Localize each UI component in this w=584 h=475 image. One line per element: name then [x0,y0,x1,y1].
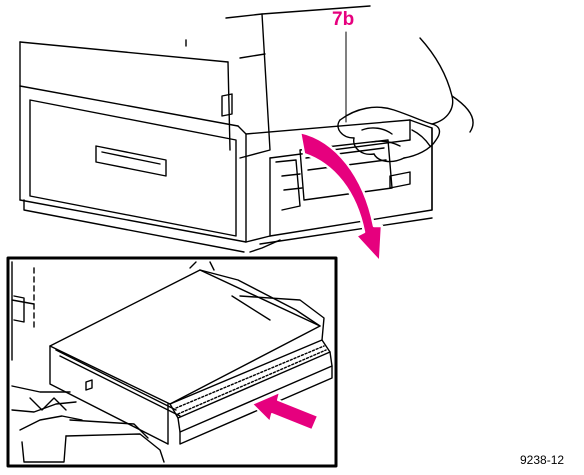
figure-number: 9238-12 [520,453,565,467]
hand-illustration [337,37,474,163]
callout-label: 7b [332,9,355,30]
paper-tray-illustration [11,261,333,463]
straight-arrow-icon [251,391,319,431]
curved-arrow-icon [298,130,384,264]
inset-frame [6,256,338,468]
